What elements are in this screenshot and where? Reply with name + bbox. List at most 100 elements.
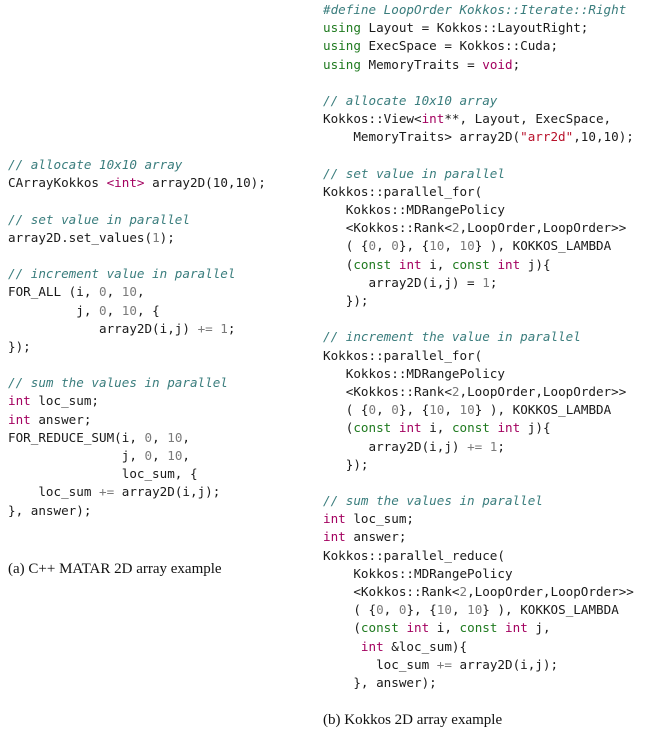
code-line: array2D.set_values(1); xyxy=(8,229,266,247)
code-line: using ExecSpace = Kokkos::Cuda; xyxy=(323,37,634,55)
code-token: 0 xyxy=(368,402,377,418)
code-line: }); xyxy=(323,456,634,474)
code-line: }); xyxy=(8,338,266,356)
code-line xyxy=(8,356,266,374)
code-token: += 1 xyxy=(467,438,498,454)
code-token: array2D.set_values( xyxy=(8,229,153,245)
code-token: += 1 xyxy=(197,320,228,336)
code-token: int xyxy=(497,420,521,436)
code-token: 0 xyxy=(99,284,107,300)
code-token: MemoryTraits = xyxy=(360,56,483,72)
code-line: using MemoryTraits = void; xyxy=(323,56,634,74)
code-token: int xyxy=(323,511,346,527)
code-token: Kokkos::parallel_for( xyxy=(323,183,483,199)
code-token: const xyxy=(451,256,490,272)
code-token: i, xyxy=(421,256,452,272)
code-token: 10 xyxy=(467,602,483,618)
code-token: 0 xyxy=(398,602,407,618)
code-token: }, answer); xyxy=(8,502,92,518)
code-token: }, { xyxy=(398,402,430,418)
code-token: MemoryTraits> array2D( xyxy=(323,129,521,145)
code-token: <int> xyxy=(106,175,145,191)
code-token: FOR_ALL (i, xyxy=(8,284,99,300)
code-line: int answer; xyxy=(8,411,266,429)
code-token: FOR_REDUCE_SUM(i, xyxy=(8,429,145,445)
code-token: , { xyxy=(136,302,160,318)
code-token: int xyxy=(360,638,384,654)
code-line: loc_sum += array2D(i,j); xyxy=(323,656,634,674)
code-token: #define LoopOrder Kokkos::Iterate::Right xyxy=(323,2,627,17)
code-token: 0 xyxy=(99,302,107,318)
code-token xyxy=(323,639,361,654)
code-token: }); xyxy=(323,293,369,308)
code-token: // sum the values in parallel xyxy=(8,375,228,391)
code-token: 1 xyxy=(152,229,160,245)
code-token: // set value in parallel xyxy=(8,211,190,227)
code-token: 10 xyxy=(429,402,445,418)
code-token: Layout = Kokkos::LayoutRight; xyxy=(360,20,589,36)
code-line: MemoryTraits> array2D("arr2d",10,10); xyxy=(323,128,634,146)
code-line: array2D(i,j) = 1; xyxy=(323,274,634,292)
code-line: Kokkos::MDRangePolicy xyxy=(323,565,634,583)
code-token: , xyxy=(451,602,468,618)
code-token: using xyxy=(323,56,361,72)
code-token: 1 xyxy=(482,274,490,290)
code-line: <Kokkos::Rank<2,LoopOrder,LoopOrder>> xyxy=(323,583,634,601)
code-line: Kokkos::MDRangePolicy xyxy=(323,201,634,219)
code-token: }); xyxy=(8,338,31,354)
code-token: int xyxy=(398,256,422,272)
code-token: Kokkos::parallel_reduce( xyxy=(323,547,505,563)
code-line: // set value in parallel xyxy=(8,211,266,229)
code-line xyxy=(8,247,266,265)
code-token: , xyxy=(152,429,168,445)
code-token: += xyxy=(99,484,115,500)
code-token: , xyxy=(383,602,399,618)
code-line: <Kokkos::Rank<2,LoopOrder,LoopOrder>> xyxy=(323,219,634,237)
code-line: Kokkos::View<int**, Layout, ExecSpace, xyxy=(323,110,634,128)
code-token: ,LoopOrder,LoopOrder>> xyxy=(467,584,634,599)
code-line: // allocate 10x10 array xyxy=(8,156,266,174)
code-token: // increment value in parallel xyxy=(8,266,236,282)
code-token: 2 xyxy=(451,220,460,236)
code-token: }); xyxy=(323,456,369,472)
code-line xyxy=(323,310,634,328)
code-token: ( { xyxy=(323,238,369,254)
code-line: FOR_ALL (i, 0, 10, xyxy=(8,283,266,301)
code-token: const xyxy=(451,420,490,436)
code-line xyxy=(323,147,634,165)
code-token: Kokkos::MDRangePolicy xyxy=(323,365,505,381)
code-line: ( {0, 0}, {10, 10} ), KOKKOS_LAMBDA xyxy=(323,601,634,619)
code-token: 0 xyxy=(144,448,153,463)
code-token xyxy=(497,620,505,635)
code-line xyxy=(323,474,634,492)
code-token: array2D(i,j) xyxy=(8,320,198,336)
code-line: loc_sum, { xyxy=(8,465,266,483)
code-token: 0 xyxy=(368,238,377,254)
code-token: ; xyxy=(489,274,498,290)
code-line: // set value in parallel xyxy=(323,165,634,183)
code-token: ; xyxy=(512,56,521,72)
code-token: 0 xyxy=(391,402,399,418)
code-token: 0 xyxy=(144,429,153,445)
code-token: array2D(10,10); xyxy=(144,175,266,191)
code-token: loc_sum, { xyxy=(8,466,198,482)
code-line: // sum the values in parallel xyxy=(8,374,266,392)
code-token: int xyxy=(497,256,521,272)
code-token: } ), KOKKOS_LAMBDA xyxy=(474,402,612,418)
code-line: // increment the value in parallel xyxy=(323,328,634,346)
code-line: loc_sum += array2D(i,j); xyxy=(8,483,266,501)
code-token: 2 xyxy=(451,383,460,399)
code-token: using xyxy=(323,20,361,36)
code-line: (const int i, const int j){ xyxy=(323,256,634,274)
code-token: ; xyxy=(227,320,236,336)
code-token: j){ xyxy=(520,256,551,272)
code-line xyxy=(8,192,266,210)
code-token: j){ xyxy=(520,420,551,436)
code-token: , xyxy=(152,448,168,463)
code-token: ; xyxy=(497,438,505,454)
code-line: Kokkos::parallel_for( xyxy=(323,183,634,201)
code-token: ,LoopOrder,LoopOrder>> xyxy=(459,383,627,399)
code-token: , xyxy=(444,402,460,418)
code-token: j, xyxy=(8,302,99,318)
code-token: 10 xyxy=(167,429,183,445)
